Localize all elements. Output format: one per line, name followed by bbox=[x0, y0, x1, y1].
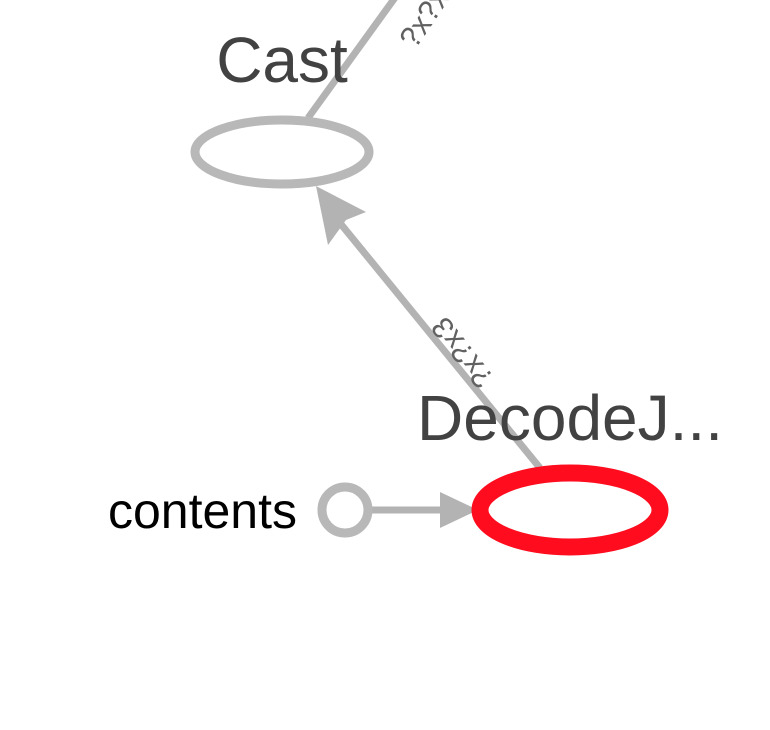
edge-line bbox=[305, 0, 398, 121]
input-node-contents[interactable]: contents bbox=[108, 482, 373, 539]
edge-line bbox=[337, 220, 543, 471]
node-cast[interactable]: Cast bbox=[190, 24, 374, 189]
node-title: Cast bbox=[216, 24, 348, 96]
edge-contents-to-decode[interactable] bbox=[372, 492, 478, 528]
edge-shape-label: ?x?x? bbox=[393, 0, 465, 54]
input-label: contents bbox=[108, 483, 297, 539]
node-decode[interactable]: DecodeJ... bbox=[417, 382, 723, 556]
node-ellipse[interactable] bbox=[190, 115, 374, 189]
node-title: DecodeJ... bbox=[417, 382, 723, 454]
arrowhead-icon bbox=[316, 186, 366, 245]
arrowhead-icon bbox=[440, 492, 478, 528]
node-ellipse-selected[interactable] bbox=[471, 464, 669, 556]
input-circle[interactable] bbox=[317, 482, 373, 538]
